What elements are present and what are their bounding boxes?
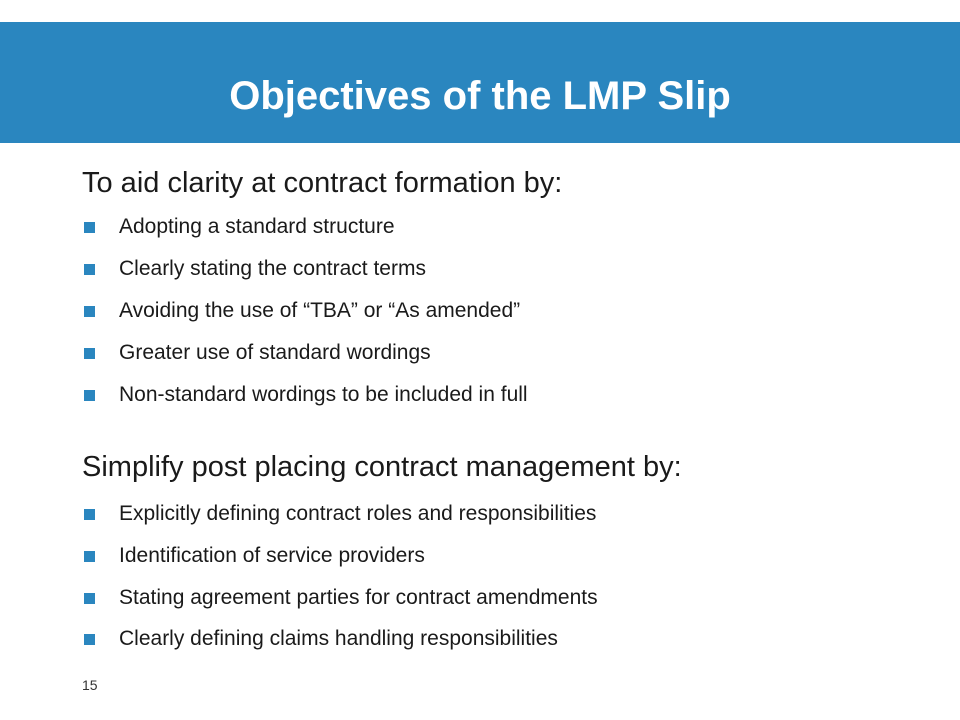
bullet-text: Adopting a standard structure	[119, 215, 395, 238]
bullet-text: Explicitly defining contract roles and r…	[119, 502, 597, 525]
list-item: Adopting a standard structure	[84, 212, 395, 242]
square-bullet-icon	[84, 508, 95, 520]
bullet-text: Clearly stating the contract terms	[119, 257, 426, 280]
list-item: Stating agreement parties for contract a…	[84, 583, 598, 613]
square-bullet-icon	[84, 550, 95, 562]
square-bullet-icon	[84, 347, 95, 359]
page-number: 15	[82, 677, 98, 693]
list-item: Greater use of standard wordings	[84, 338, 431, 368]
square-bullet-icon	[84, 592, 95, 604]
bullet-text: Avoiding the use of “TBA” or “As amended…	[119, 299, 521, 322]
square-bullet-icon	[84, 633, 95, 645]
square-bullet-icon	[84, 221, 95, 233]
bullet-text: Stating agreement parties for contract a…	[119, 586, 598, 609]
list-item: Clearly stating the contract terms	[84, 254, 426, 284]
square-bullet-icon	[84, 263, 95, 275]
list-item: Non-standard wordings to be included in …	[84, 380, 528, 410]
square-bullet-icon	[84, 305, 95, 317]
square-bullet-icon	[84, 389, 95, 401]
slide-title: Objectives of the LMP Slip	[229, 74, 731, 118]
section-heading-clarity: To aid clarity at contract formation by:	[82, 167, 563, 199]
bullet-text: Identification of service providers	[119, 544, 425, 567]
list-item: Explicitly defining contract roles and r…	[84, 499, 596, 529]
section-heading-post-placing: Simplify post placing contract managemen…	[82, 451, 682, 483]
bullet-text: Non-standard wordings to be included in …	[119, 383, 528, 406]
list-item: Avoiding the use of “TBA” or “As amended…	[84, 296, 520, 326]
bullet-text: Clearly defining claims handling respons…	[119, 627, 558, 650]
bullet-text: Greater use of standard wordings	[119, 341, 431, 364]
list-item: Identification of service providers	[84, 541, 425, 571]
list-item: Clearly defining claims handling respons…	[84, 624, 558, 654]
title-bar: Objectives of the LMP Slip	[0, 22, 960, 143]
